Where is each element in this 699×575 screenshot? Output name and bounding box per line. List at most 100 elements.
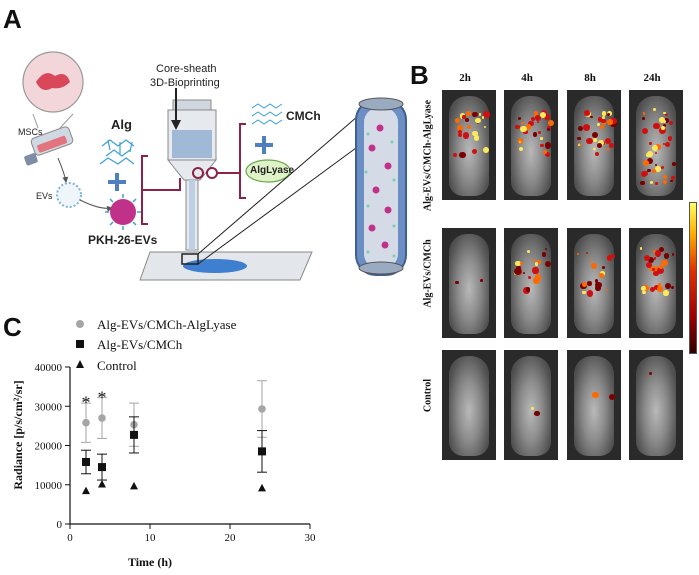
fluorescence-spot xyxy=(607,119,613,125)
fluorescence-spot xyxy=(655,182,659,185)
alglyase-ellipse xyxy=(245,159,291,183)
legend-marker-evs-cmch xyxy=(76,340,84,348)
fluorescence-spot xyxy=(527,250,531,254)
fluorescence-spot xyxy=(659,265,664,270)
fluorescence-spot xyxy=(544,142,552,149)
mouse-image-r1-c1 xyxy=(504,228,558,338)
fluorescence-spot xyxy=(648,256,655,263)
fluorescence-spot xyxy=(643,254,650,261)
printing-title-line1: Core-sheath xyxy=(156,63,217,75)
fluorescence-spot xyxy=(663,111,666,115)
fluorescence-spot xyxy=(653,249,657,253)
mouse-image-r2-c3 xyxy=(629,350,683,460)
fluorescence-spot xyxy=(520,125,527,133)
fluorescence-spot xyxy=(458,130,463,135)
fluorescence-spot xyxy=(546,127,550,132)
fluorescence-spot xyxy=(517,138,524,144)
legend-label-evs-cmch: Alg-EVs/CMCh xyxy=(97,337,183,352)
fluorescence-spot xyxy=(670,286,674,290)
fluorescence-spot xyxy=(539,143,544,148)
fluorescence-spot xyxy=(531,117,536,121)
fluorescence-spot xyxy=(538,131,542,135)
fluorescence-spot xyxy=(453,152,458,157)
fluorescence-spot xyxy=(601,265,605,269)
fluorescence-spot xyxy=(606,148,610,151)
fluorescence-spot xyxy=(661,166,665,170)
fluorescence-spot xyxy=(654,151,658,155)
mouse-image-r0-c0 xyxy=(442,90,496,200)
mouse-body xyxy=(449,234,489,334)
y-tick-label: 30000 xyxy=(35,401,63,413)
imaging-grid: 2h 4h 8h 24h Alg-EVs/CMCh-AlgLyase Alg-E… xyxy=(420,60,699,480)
data-point-alg-evs-cmch-alglyase xyxy=(82,418,90,427)
fluorescence-spot xyxy=(544,247,547,250)
radiance-colorbar xyxy=(689,202,697,354)
fluorescence-spot xyxy=(593,147,596,151)
y-tick-label: 10000 xyxy=(35,480,63,492)
msc-cell-illustration xyxy=(22,51,84,129)
fluorescence-spot xyxy=(582,290,586,294)
fluorescence-spot xyxy=(547,120,554,127)
fluorescence-spot xyxy=(483,147,490,154)
fluorescence-spot xyxy=(577,253,580,256)
fluorescence-spot xyxy=(456,124,464,132)
fluorescence-spot xyxy=(601,116,605,119)
time-label-4h: 4h xyxy=(521,72,533,84)
fluorescence-spot xyxy=(647,168,651,173)
mouse-body xyxy=(511,234,551,334)
fluorescence-spot xyxy=(610,253,615,259)
fluorescence-spot xyxy=(458,132,463,137)
fluorescence-spot xyxy=(656,267,664,275)
fluorescence-spot xyxy=(663,174,668,179)
alglyase-label: AlgLyase xyxy=(250,165,295,176)
alg-label: Alg xyxy=(111,117,132,132)
fluorescence-spot xyxy=(605,137,612,145)
fluorescence-spot xyxy=(654,257,657,260)
row-label-alglyase: Alg-EVs/CMCh-AlgLyase xyxy=(422,99,434,212)
fluorescence-spot xyxy=(598,117,603,122)
fluorescence-spot xyxy=(672,253,675,256)
fluorescence-spot xyxy=(642,290,646,295)
fluorescence-spot xyxy=(474,135,480,141)
fluorescence-spot xyxy=(640,286,646,292)
panel-c-letter: C xyxy=(3,312,22,342)
fluorescence-spot xyxy=(577,136,581,141)
fluorescence-spot xyxy=(542,149,548,155)
fluorescence-spot xyxy=(655,166,661,172)
fluorescence-spot xyxy=(653,122,660,130)
data-point-control xyxy=(258,483,266,492)
fluorescence-spot xyxy=(658,246,665,252)
time-label-8h: 8h xyxy=(584,72,596,84)
fluorescence-spot xyxy=(540,136,544,140)
fluorescence-spot xyxy=(480,278,483,282)
fluorescence-spot xyxy=(481,116,484,119)
fluorescence-spot xyxy=(462,132,470,139)
time-label-24h: 24h xyxy=(643,72,661,84)
y-tick-label: 20000 xyxy=(35,441,63,453)
fluorescence-spot xyxy=(598,273,604,278)
fluorescence-spot xyxy=(663,179,668,184)
fluorescence-spot xyxy=(523,271,526,274)
fluorescence-spot xyxy=(472,148,478,154)
mouse-image-r2-c2 xyxy=(567,350,621,460)
fluorescence-spot xyxy=(525,287,530,292)
fluorescence-spot xyxy=(658,283,661,286)
fluorescence-spot xyxy=(483,126,487,129)
pkh26-evs-label: PKH-26-EVs xyxy=(88,233,158,247)
fluorescence-spot xyxy=(462,115,466,119)
fluorescence-spot xyxy=(541,252,547,257)
fluorescence-spot xyxy=(601,118,606,124)
fluorescence-spot xyxy=(609,143,614,148)
fluorescence-spot xyxy=(590,115,593,119)
mouse-image-r0-c1 xyxy=(504,90,558,200)
fluorescence-spot xyxy=(534,411,540,417)
fluorescence-spot xyxy=(536,121,539,124)
fluorescence-spot xyxy=(594,151,600,157)
fluorescence-spot xyxy=(581,281,587,287)
fluorescence-spot xyxy=(610,121,617,128)
panel-a-letter: A xyxy=(3,4,22,34)
fluorescence-spot xyxy=(607,255,613,261)
row-label-control: Control xyxy=(422,378,434,413)
fluorescence-spot xyxy=(667,136,673,141)
fluorescence-spot xyxy=(645,262,652,268)
